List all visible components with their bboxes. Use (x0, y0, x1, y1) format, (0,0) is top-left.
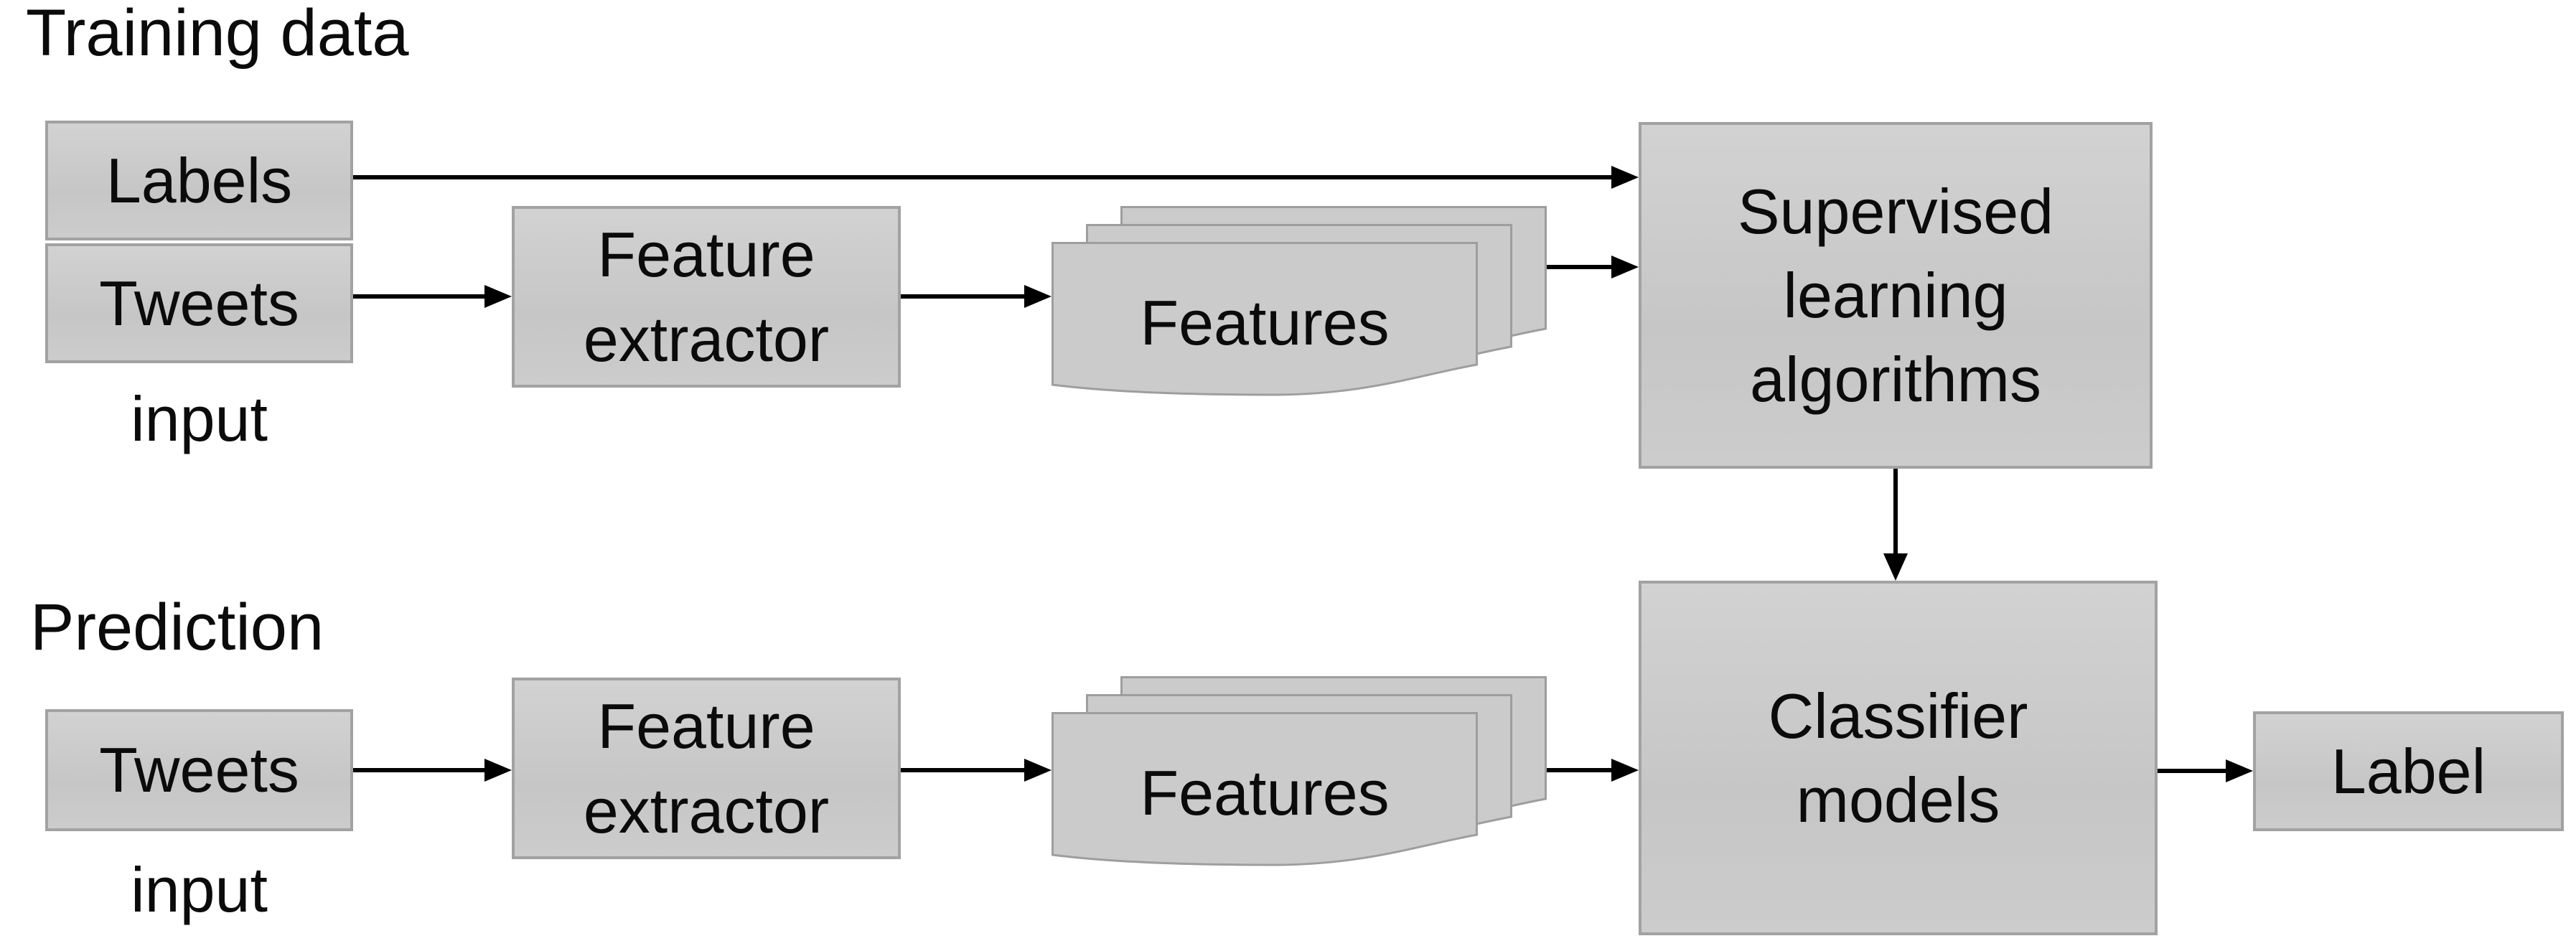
arrowhead-icon (1611, 256, 1639, 278)
feature-extractor-box-prediction-text: Feature extractor (583, 690, 830, 846)
supervised-learning-algorithms-text: Supervised learning algorithms (1737, 175, 2054, 416)
feature-extractor-box-training-text: Feature extractor (583, 219, 830, 375)
arrow-line (1547, 768, 1611, 772)
classifier-models-box: Classifier models (1639, 581, 2158, 935)
input-caption-training: input (131, 383, 268, 454)
tweets-box-prediction-text: Tweets (99, 734, 299, 806)
labels-box-text: Labels (106, 144, 293, 216)
feature-extractor-box-training: Feature extractor (512, 206, 901, 388)
tweets-box-training: Tweets (45, 243, 353, 363)
arrowhead-icon (484, 759, 512, 782)
arrow-line (901, 768, 1024, 772)
arrowhead-icon (1883, 553, 1908, 581)
label-output-text: Label (2331, 735, 2486, 807)
classifier-models-text: Classifier models (1768, 680, 2028, 835)
arrow-line (353, 294, 484, 299)
arrowhead-icon (1611, 759, 1639, 782)
arrowhead-icon (2226, 759, 2253, 782)
features-document-stack-prediction-icon (1052, 676, 1547, 866)
features-document-stack-training-icon (1052, 206, 1547, 396)
arrow-line (353, 768, 484, 772)
tweets-box-prediction: Tweets (45, 709, 353, 831)
label-output-box: Label (2253, 711, 2564, 831)
arrow-line (2158, 769, 2226, 773)
training-section-title: Training data (26, 0, 409, 70)
labels-box: Labels (45, 121, 353, 240)
tweets-box-training-text: Tweets (99, 267, 299, 339)
arrow-line (1893, 469, 1898, 553)
arrow-line (353, 175, 1611, 179)
supervised-learning-algorithms-box: Supervised learning algorithms (1639, 122, 2153, 469)
document-page-front (1052, 712, 1478, 866)
prediction-section-title: Prediction (30, 591, 324, 664)
arrowhead-icon (1611, 166, 1639, 189)
input-caption-prediction: input (131, 854, 268, 925)
features-label-training: Features (1140, 287, 1390, 358)
arrowhead-icon (1024, 759, 1052, 782)
features-label-prediction: Features (1140, 757, 1390, 828)
arrowhead-icon (1024, 285, 1052, 308)
arrow-line (901, 294, 1024, 299)
document-page-front (1052, 242, 1478, 396)
feature-extractor-box-prediction: Feature extractor (512, 678, 901, 859)
arrowhead-icon (484, 285, 512, 308)
arrow-line (1547, 265, 1611, 269)
